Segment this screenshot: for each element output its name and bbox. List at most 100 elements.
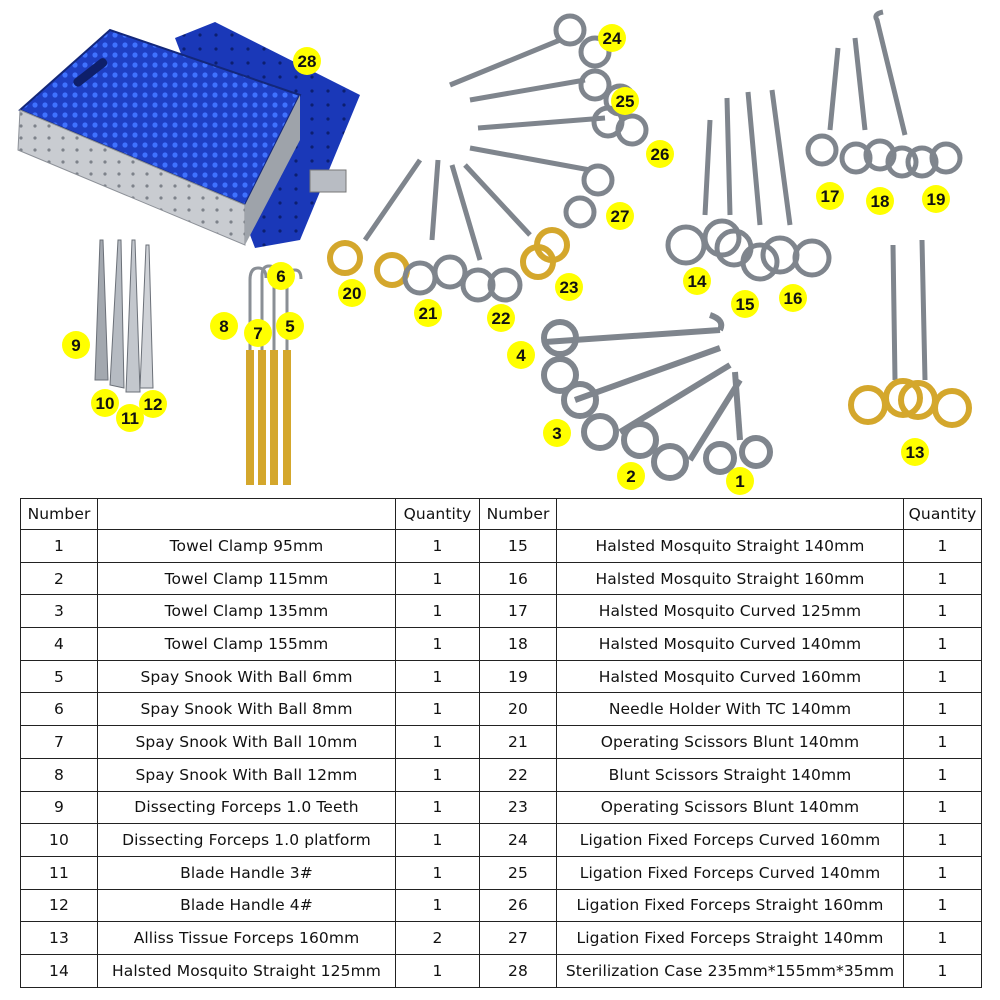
item-number-badge: 9 [62,331,90,359]
number-header: Number [479,498,557,530]
item-number-cell: 20 [479,692,557,727]
item-number-cell: 13 [20,921,98,955]
item-number-badge: 27 [606,202,634,230]
item-quantity-cell: 1 [903,757,982,792]
badge-number: 4 [516,346,526,365]
badge-circle [611,87,639,115]
badge-circle [139,390,167,418]
item-number-cell: 1 [20,529,98,563]
badge-circle [267,262,295,290]
badge-number: 1 [735,472,744,491]
item-number-cell: 11 [20,855,98,890]
badge-number: 28 [298,52,317,71]
item-name-cell: Operating Scissors Blunt 140mm [556,725,904,759]
item-name-cell: Spay Snook With Ball 6mm [97,659,396,694]
item-quantity-cell: 1 [395,855,480,890]
badge-number: 27 [611,207,630,226]
badge-circle [726,467,754,495]
item-quantity-cell: 2 [395,921,480,955]
item-number-cell: 9 [20,790,98,825]
badge-circle [487,304,515,332]
badge-circle [555,273,583,301]
badge-circle [617,462,645,490]
item-quantity-cell: 1 [903,725,982,759]
item-name-cell: Halsted Mosquito Curved 140mm [556,627,904,661]
item-name-cell: Ligation Fixed Forceps Curved 160mm [556,823,904,857]
item-quantity-cell: 1 [395,953,480,988]
item-number-badge: 28 [293,47,321,75]
mosquito-forceps-straight-image [665,89,832,282]
item-name-cell: Dissecting Forceps 1.0 Teeth [97,790,396,825]
badge-number: 2 [626,467,635,486]
badge-number: 26 [651,145,670,164]
badge-circle [779,284,807,312]
badge-number: 3 [552,424,561,443]
item-number-badge: 26 [646,140,674,168]
item-number-badge: 22 [487,304,515,332]
item-name-cell: Halsted Mosquito Straight 125mm [97,953,396,988]
item-quantity-cell: 1 [395,627,480,661]
item-number-cell: 3 [20,594,98,629]
badge-number: 23 [560,278,579,297]
quantity-header: Quantity [395,498,480,530]
item-number-cell: 10 [20,823,98,857]
item-name-cell: Blunt Scissors Straight 140mm [556,757,904,792]
badge-circle [62,331,90,359]
item-number-badge: 25 [611,87,639,115]
badge-circle [922,185,950,213]
badge-number: 14 [688,272,707,291]
sterilization-case-image [17,22,360,248]
item-quantity-cell: 1 [395,757,480,792]
item-number-badge: 20 [338,279,366,307]
forceps-blade-handles-image [94,239,154,393]
item-number-cell: 8 [20,757,98,792]
item-number-cell: 16 [479,561,557,596]
item-number-badge: 21 [414,299,442,327]
item-name-cell: Spay Snook With Ball 10mm [97,725,396,759]
badge-circle [683,267,711,295]
item-quantity-cell: 1 [395,888,480,923]
item-number-cell: 21 [479,725,557,759]
item-number-cell: 27 [479,921,557,955]
item-quantity-cell: 1 [395,594,480,629]
badge-circle [646,140,674,168]
item-quantity-cell: 1 [903,921,982,955]
item-name-cell: Halsted Mosquito Curved 160mm [556,659,904,694]
badge-number: 15 [736,295,755,314]
item-number-badge: 18 [866,187,894,215]
alliss-forceps-image [848,239,972,428]
badge-circle [414,299,442,327]
item-quantity-cell: 1 [395,823,480,857]
item-number-cell: 6 [20,692,98,727]
table-header-row: Number Quantity Number Quantity [20,498,982,530]
badge-circle [901,438,929,466]
item-number-cell: 28 [479,953,557,988]
item-number-badge: 24 [598,24,626,52]
item-number-badge: 12 [139,390,167,418]
item-name-cell: Needle Holder With TC 140mm [556,692,904,727]
item-quantity-cell: 1 [903,823,982,857]
item-quantity-cell: 1 [395,659,480,694]
item-name-cell: Alliss Tissue Forceps 160mm [97,921,396,955]
badge-circle [293,47,321,75]
item-number-cell: 5 [20,659,98,694]
item-name-cell: Blade Handle 4# [97,888,396,923]
badge-number: 12 [144,395,163,414]
item-name-cell: Dissecting Forceps 1.0 platform [97,823,396,857]
item-number-badge: 17 [816,182,844,210]
spay-hooks-image [246,264,303,485]
number-header: Number [20,498,98,530]
item-number-cell: 26 [479,888,557,923]
item-number-cell: 14 [20,953,98,988]
item-number-badge: 3 [543,419,571,447]
badge-number: 24 [603,29,622,48]
